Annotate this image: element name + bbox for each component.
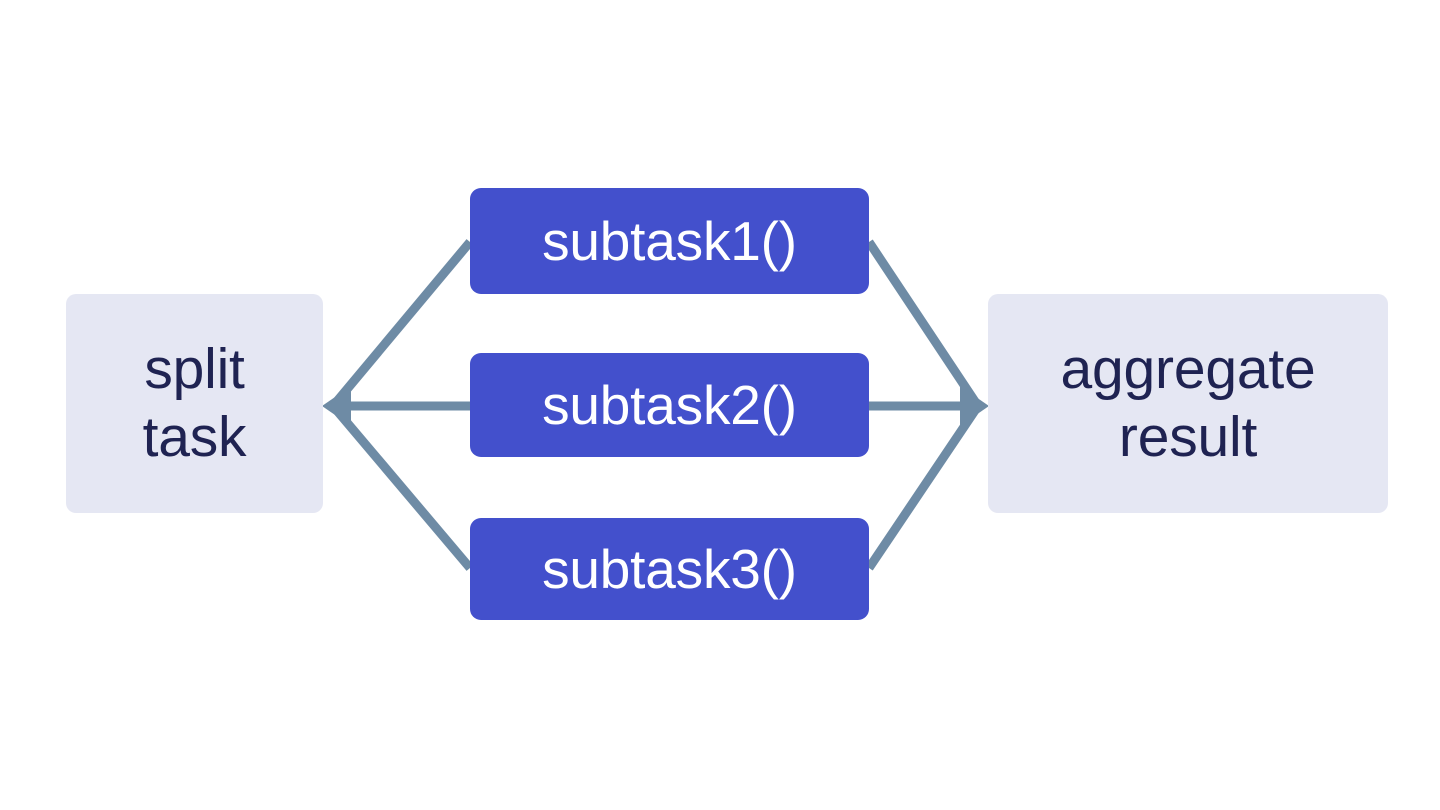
node-subtask2-label: subtask2() bbox=[542, 373, 797, 436]
node-subtask1-label: subtask1() bbox=[542, 209, 797, 272]
node-subtask1[interactable]: subtask1() bbox=[470, 188, 869, 294]
node-aggregate-result-label: aggregate result bbox=[1060, 337, 1316, 469]
edge-subtask1-to-aggregate bbox=[865, 239, 982, 409]
node-split-task[interactable]: split task bbox=[66, 294, 323, 513]
arrowhead-into-aggregate-icon bbox=[960, 386, 989, 426]
node-subtask2[interactable]: subtask2() bbox=[470, 353, 869, 457]
node-subtask3-label: subtask3() bbox=[542, 537, 797, 600]
edge-group-left bbox=[322, 239, 474, 571]
edge-subtask1-to-split bbox=[329, 239, 474, 409]
edge-group-right bbox=[865, 239, 989, 571]
node-split-task-label: split task bbox=[142, 337, 247, 469]
edge-subtask3-to-aggregate bbox=[865, 403, 982, 571]
node-aggregate-result[interactable]: aggregate result bbox=[988, 294, 1388, 513]
edge-subtask3-to-split bbox=[329, 403, 474, 571]
arrowhead-into-split-icon bbox=[322, 386, 351, 426]
node-subtask3[interactable]: subtask3() bbox=[470, 518, 869, 620]
